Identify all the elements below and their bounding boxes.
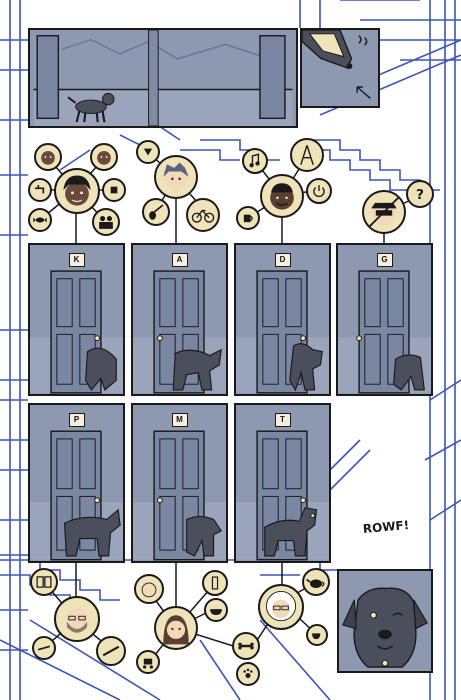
sound-effect-text: ROWF!	[362, 518, 410, 536]
door-letter: P	[68, 413, 85, 427]
music-note-icon	[242, 148, 268, 174]
paw-print-icon	[236, 662, 260, 686]
bicycle-icon	[186, 198, 220, 232]
door-letter: D	[274, 253, 291, 267]
candy-icon	[28, 208, 52, 232]
question-mark-icon: ?	[406, 180, 434, 208]
hallway-panel	[28, 28, 298, 128]
character-t-portrait	[258, 584, 304, 630]
child-face-icon-2	[90, 143, 118, 171]
cigarette-icon	[32, 636, 56, 660]
character-k-portrait	[54, 168, 100, 214]
character-g-portrait	[362, 190, 406, 234]
baby-stroller-icon	[136, 650, 160, 674]
door-letter: M	[171, 413, 188, 427]
character-m-portrait	[154, 606, 198, 650]
door-panel-k: K	[28, 243, 125, 396]
family-icon	[92, 208, 120, 236]
door-panel-d: D	[234, 243, 331, 396]
toy-icon	[102, 178, 126, 202]
food-bowl-icon	[204, 598, 228, 622]
bottle-icon	[202, 570, 228, 596]
svg-text:?: ?	[416, 187, 424, 203]
dog-portrait-panel	[337, 569, 433, 673]
door-panel-m: M	[131, 403, 228, 563]
dog-sniff-panel	[300, 28, 380, 108]
book-icon	[30, 568, 58, 596]
coffee-mug-icon	[236, 206, 260, 230]
faucet-icon	[28, 178, 52, 202]
character-p-portrait	[54, 596, 100, 642]
compass-icon	[290, 138, 324, 172]
door-letter: A	[171, 253, 188, 267]
child-girl-icon	[134, 574, 164, 604]
child-face-icon	[34, 143, 62, 171]
teapot-icon	[302, 568, 330, 596]
guitar-icon	[142, 198, 170, 226]
skateboard-icon	[96, 636, 126, 666]
door-letter: G	[376, 253, 393, 267]
power-icon	[306, 178, 332, 204]
door-panel-p: P	[28, 403, 125, 563]
door-letter: K	[68, 253, 85, 267]
teacup-icon	[306, 624, 328, 646]
play-icon	[136, 140, 160, 164]
door-panel-a: A	[131, 243, 228, 396]
dog-bone-icon	[232, 632, 260, 660]
character-d-portrait	[260, 174, 304, 218]
character-a-portrait	[154, 155, 198, 199]
door-panel-t: T	[234, 403, 331, 563]
door-panel-g: G	[336, 243, 433, 396]
door-letter: T	[274, 413, 291, 427]
